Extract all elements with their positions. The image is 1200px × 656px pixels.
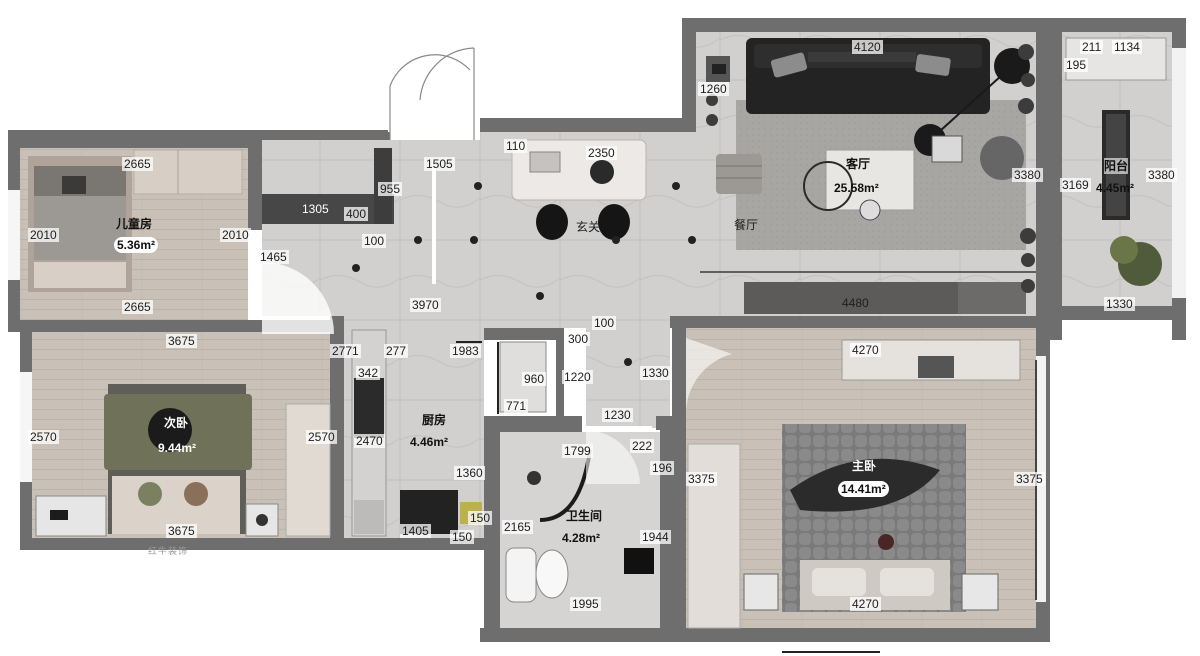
dim-3380-balcony: 3380: [1146, 168, 1177, 182]
dim-110: 110: [504, 139, 528, 153]
dim-2350: 2350: [586, 146, 617, 160]
entrance-name: 玄关: [576, 220, 601, 234]
master-bed: [782, 424, 966, 612]
dim-1220: 1220: [562, 370, 593, 384]
master-bedroom-name: 主卧: [852, 459, 877, 473]
master-nightstand-right: [961, 573, 999, 611]
dim-1134: 1134: [1112, 40, 1142, 54]
sofa: [746, 38, 990, 114]
bathroom-area: 4.28m²: [562, 531, 601, 545]
second-bed: [104, 384, 252, 534]
watermark-logo: 红牛装饰: [148, 546, 189, 556]
dim-300: 300: [566, 332, 591, 346]
balcony-name: 阳台: [1104, 158, 1129, 174]
door-swing-master: [685, 338, 732, 414]
second-bedroom-badge: [148, 408, 192, 452]
dim-1230: 1230: [602, 408, 633, 422]
dim-1799: 1799: [562, 444, 593, 458]
dim-955: 955: [378, 182, 403, 196]
dim-960: 960: [522, 372, 547, 386]
dim-2010-right: 2010: [220, 228, 251, 242]
side-shelf: [706, 56, 730, 82]
door-swing-second-bedroom: [262, 262, 334, 334]
kids-room-area: 5.36m²: [114, 237, 159, 253]
tv-cabinet: [744, 282, 1026, 314]
dim-1330-balcony: 1330: [1104, 297, 1135, 311]
desk: [35, 495, 107, 537]
dim-1465: 1465: [258, 250, 289, 264]
balcony-area: 4.45m²: [1096, 181, 1135, 195]
dim-4120: 4120: [852, 40, 883, 54]
wardrobe: [285, 403, 331, 537]
dim-3375-right: 3375: [1014, 472, 1045, 486]
dim-400: 400: [344, 207, 369, 221]
dim-1260: 1260: [698, 82, 729, 96]
dining-name: 餐厅: [734, 218, 759, 232]
dim-3675-top: 3675: [166, 334, 197, 348]
dining-bench: [716, 154, 762, 194]
dim-2470: 2470: [354, 434, 385, 448]
living-room-area: 25.58m²: [834, 181, 879, 195]
dim-3380-living: 3380: [1012, 168, 1043, 182]
dim-3970: 3970: [410, 298, 441, 312]
second-bedroom-area: 9.44m²: [158, 441, 197, 455]
dim-3169: 3169: [1060, 178, 1091, 192]
ceiling-lights: [352, 182, 696, 366]
dim-4480: 4480: [842, 296, 869, 310]
living-room-name: 客厅: [846, 157, 871, 171]
dim-100-b: 100: [592, 316, 617, 330]
dim-277: 277: [384, 344, 409, 358]
entry-cabinet: [262, 148, 394, 224]
dim-4270-bottom: 4270: [850, 597, 881, 611]
master-bedroom-area: 14.41m²: [838, 481, 889, 497]
dim-1305: 1305: [302, 202, 329, 216]
plant: [706, 44, 1036, 293]
bathroom-fixtures: [505, 426, 654, 603]
dim-3375-left: 3375: [686, 472, 717, 486]
dim-2570-right: 2570: [306, 430, 337, 444]
dim-4270-top: 4270: [850, 343, 881, 357]
kids-room-name: 儿童房: [116, 217, 153, 231]
master-nightstand-left: [743, 573, 779, 611]
dim-195: 195: [1064, 58, 1089, 72]
dim-342: 342: [356, 366, 381, 380]
dim-2165: 2165: [502, 520, 533, 534]
dim-1330-hall: 1330: [640, 366, 671, 380]
dim-1505: 1505: [424, 157, 455, 171]
dim-211: 211: [1080, 40, 1104, 54]
dim-222: 222: [630, 439, 655, 453]
dim-1360: 1360: [454, 466, 485, 480]
dim-771: 771: [504, 399, 529, 413]
dim-100-a: 100: [362, 234, 387, 248]
dim-3675-bottom: 3675: [166, 524, 197, 538]
kitchen-area: 4.46m²: [410, 435, 449, 449]
kitchen-name: 厨房: [422, 413, 447, 427]
kids-bed: [28, 156, 132, 292]
bathroom-name: 卫生间: [566, 509, 603, 523]
dim-2010-left: 2010: [28, 228, 59, 242]
second-bedroom-name: 次卧: [164, 416, 189, 430]
coffee-table: [803, 149, 915, 221]
dim-1995: 1995: [570, 597, 601, 611]
dim-196: 196: [650, 461, 675, 475]
dim-1983: 1983: [450, 344, 481, 358]
dim-2771: 2771: [330, 344, 361, 358]
kitchen-counter: [351, 329, 482, 537]
dim-1405: 1405: [400, 524, 431, 538]
dim-1944: 1944: [640, 530, 671, 544]
dim-150-a: 150: [468, 511, 493, 525]
dim-2665-top: 2665: [122, 157, 153, 171]
main-door: [388, 47, 475, 140]
dim-150-b: 150: [450, 530, 475, 544]
dim-2665-bottom: 2665: [122, 300, 153, 314]
dim-2570-left: 2570: [28, 430, 59, 444]
